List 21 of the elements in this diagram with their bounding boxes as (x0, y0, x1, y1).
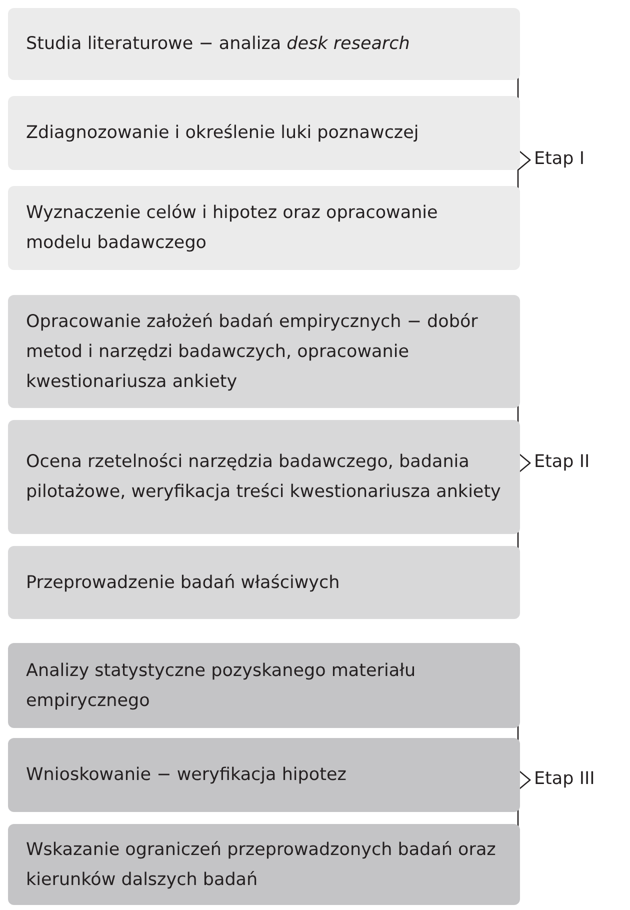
step-text: Studia literaturowe − analiza desk research (26, 33, 410, 56)
process-box (8, 8, 520, 80)
process-box (8, 738, 520, 812)
step-text: Analizy statystyczne pozyskanego materiału empirycznego (26, 660, 417, 712)
step-text: Wskazanie ograniczeń przeprowadzonych badań oraz kierunków dalszych badań (26, 838, 497, 892)
step-text: Opracowanie założeń badań empirycznych − dobór metod i narzędzi badawczych, opracowanie kwestionariusza ankiety (26, 310, 479, 394)
stage-label: Etap III (534, 769, 595, 789)
stage-label: Etap I (534, 149, 584, 169)
step-text: Zdiagnozowanie i określenie luki poznawczej (26, 122, 419, 145)
step-text: Ocena rzetelności narzędzia badawczego, badania pilotażowe, weryfikacja treści kwestionariusza ankiety (26, 451, 502, 504)
process-box (8, 186, 520, 270)
process-box (8, 420, 520, 534)
process-box (8, 643, 520, 728)
stage-label: Etap II (534, 452, 590, 472)
step-text: Wnioskowanie − weryfikacja hipotez (26, 764, 346, 787)
step-text: Przeprowadzenie badań właściwych (26, 572, 340, 594)
process-box (8, 824, 520, 905)
step-text: Wyznaczenie celów i hipotez oraz opracowanie modelu badawczego (26, 202, 439, 255)
process-box (8, 96, 520, 170)
process-box (8, 295, 520, 408)
process-box (8, 546, 520, 619)
